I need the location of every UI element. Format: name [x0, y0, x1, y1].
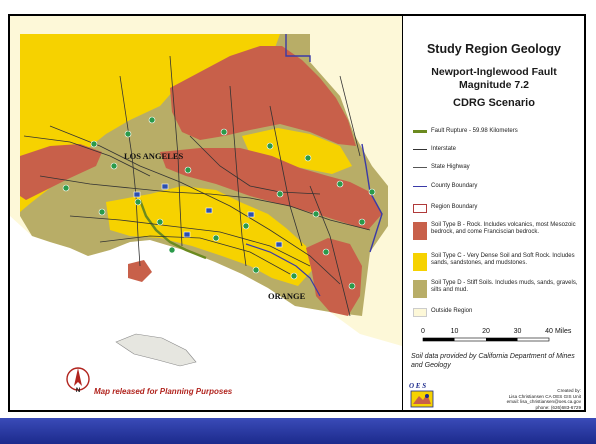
credit-line: phone: (626)683-6729	[535, 404, 581, 410]
interstate-shields	[133, 183, 283, 248]
legend-panel: Study Region Geology Newport-Inglewood F…	[402, 16, 584, 410]
county-boundary-la-orange	[245, 243, 321, 297]
legend-swatch	[413, 167, 427, 168]
legend-label: Soil Type C - Very Dense Soil and Soft R…	[431, 253, 575, 266]
legend-label: Region Boundary	[431, 204, 478, 210]
legend-label: County Boundary	[431, 183, 478, 189]
scale-bar: 0 10 20 30 40 Miles	[421, 328, 572, 342]
legend-swatch	[413, 130, 427, 133]
credit-line: Created by:	[557, 388, 581, 393]
scale-tick-label: 10	[451, 328, 459, 335]
north-arrow-icon: N	[66, 364, 90, 394]
soil-type-b-transverse	[160, 148, 382, 230]
legend-swatch	[413, 204, 427, 213]
soil-type-c-area-east	[242, 128, 352, 174]
legend-label: Soil Type D - Stiff Soils. Includes muds…	[431, 280, 578, 293]
highway-network	[23, 55, 371, 317]
legend-label: Outside Region	[431, 308, 473, 314]
subtitle-line-1: Newport-Inglewood Fault	[431, 66, 557, 78]
scale-tick-label: 0	[421, 328, 425, 335]
scale-tick-label: 30	[514, 328, 522, 335]
legend-label: Soil Type B - Rock. Includes volcanics, …	[431, 222, 576, 235]
legend-label: State Highway	[431, 164, 470, 170]
oes-text: O E S	[409, 382, 426, 390]
highway-shields	[62, 116, 376, 290]
scale-tick-label: 20	[482, 328, 490, 335]
fault-rupture-line	[138, 199, 207, 260]
oes-logo: O E S	[407, 380, 441, 410]
soil-type-b-santa-ana	[306, 238, 362, 316]
north-letter: N	[76, 388, 80, 394]
credit-line: email: lisa_christiansen@oes.ca.gov	[506, 399, 581, 405]
credit-line: Lisa Christiansen CA OES GIS Unit	[508, 393, 581, 399]
legend-swatch	[413, 308, 427, 317]
legend-subtitle: Newport-Inglewood Fault Magnitude 7.2	[403, 66, 585, 92]
label-orange: ORANGE	[268, 291, 306, 301]
soil-type-b-santa-monica	[20, 144, 102, 200]
legend-swatch	[413, 280, 427, 298]
slide-bottom-band	[0, 418, 596, 444]
catalina-island	[115, 333, 197, 367]
label-los-angeles: LOS ANGELES	[124, 151, 184, 161]
legend-scenario: CDRG Scenario	[453, 97, 535, 109]
map-panel: LOS ANGELES ORANGE	[10, 16, 402, 410]
credit-block: Created by:Lisa Christiansen CA OES GIS …	[459, 388, 581, 410]
legend-swatch	[413, 253, 427, 271]
soil-data-credit: Soil data provided by California Departm…	[411, 353, 575, 369]
legend-label: Fault Rupture - 59.98 Kilometers	[431, 128, 518, 134]
legend-swatch	[413, 186, 427, 187]
soil-type-b-san-gabriel	[170, 46, 356, 146]
legend-label: Interstate	[431, 146, 457, 152]
legend-swatch	[413, 149, 427, 150]
scale-tick-label: 40	[545, 328, 553, 335]
ocean	[10, 216, 402, 410]
scale-unit: Miles	[555, 328, 572, 335]
legend-swatch	[413, 222, 427, 240]
legend-title: Study Region Geology	[426, 42, 562, 56]
map-release-note: Map released for Planning Purposes	[94, 387, 233, 396]
county-boundary-north	[285, 34, 311, 62]
subtitle-line-2: Magnitude 7.2	[458, 79, 529, 91]
soil-type-b-palos-verdes	[128, 260, 152, 282]
soil-type-c-area-basin	[106, 186, 314, 286]
geology-map: LOS ANGELES ORANGE	[10, 16, 402, 410]
